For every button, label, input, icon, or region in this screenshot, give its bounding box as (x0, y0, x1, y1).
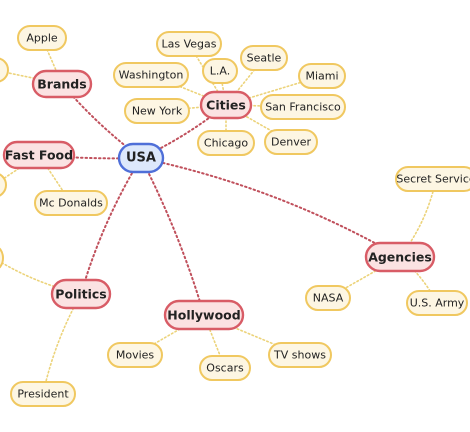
root-node-usa-label: USA (126, 151, 156, 166)
leaf-node-la-label: L.A. (210, 65, 230, 78)
hub-node-politics-shape (50, 278, 112, 310)
leaf-node-lasvegas-shape (156, 31, 222, 57)
leaf-node-newyork-shape (124, 98, 190, 124)
hub-node-agencies[interactable]: Agencies (364, 241, 436, 273)
hub-node-politics[interactable]: Politics (50, 278, 112, 310)
leaf-node-miami-shape (298, 63, 346, 89)
leaf-node-seattle[interactable]: Seatle (240, 45, 288, 71)
hub-node-hollywood-label: Hollywood (167, 308, 240, 323)
leaf-node-president-shape (10, 381, 76, 407)
leaf-node-usarmy-shape (406, 290, 468, 316)
leaf-node-tvshows-shape (268, 342, 332, 368)
leaf-node-lasvegas[interactable]: Las Vegas (156, 31, 222, 57)
leaf-node-usarmy-label: U.S. Army (410, 297, 465, 310)
leaf-node-washington[interactable]: Washington (113, 62, 189, 88)
leaf-node-chicago-shape (197, 130, 255, 156)
leaf-node-nasa-shape (305, 285, 351, 311)
root-node-usa-shape (117, 142, 165, 174)
leaf-node-nasa-label: NASA (313, 292, 344, 305)
leaf-node-sanfrancisco-shape (260, 94, 346, 120)
root-node-usa[interactable]: USA (117, 142, 165, 174)
hub-node-fastfood[interactable]: Fast Food (2, 140, 76, 170)
leaf-node-denver-label: Denver (271, 136, 311, 149)
leaf-node-apple[interactable]: Apple (17, 25, 67, 51)
leaf-node-secretservice-label: Secret Service (396, 173, 470, 186)
leaf-node-chicago-label: Chicago (204, 137, 248, 150)
hub-node-cities-label: Cities (206, 98, 246, 113)
link-usa-hollywood (140, 157, 205, 316)
leaf-node-miami[interactable]: Miami (298, 63, 346, 89)
leaf-node-movies[interactable]: Movies (107, 342, 163, 368)
leaf-node-mcdonalds-shape (34, 190, 108, 216)
leaf-node-apple-shape (17, 25, 67, 51)
leaf-node-washington-label: Washington (119, 69, 184, 82)
leaf-node-movies-shape (107, 342, 163, 368)
leaf-node-fastfood-cut[interactable]: c (0, 173, 7, 197)
leaf-node-politics-cut[interactable] (0, 246, 4, 270)
hub-node-agencies-label: Agencies (368, 250, 432, 265)
hub-node-hollywood-shape (163, 299, 245, 331)
leaf-node-politics-cut-shape (0, 247, 4, 269)
leaf-node-mcdonalds[interactable]: Mc Donalds (34, 190, 108, 216)
leaf-node-mcdonalds-label: Mc Donalds (39, 197, 103, 210)
hub-node-fastfood-shape (2, 140, 76, 170)
leaf-node-apple-label: Apple (26, 32, 58, 45)
leaf-node-brands-cut[interactable]: g (0, 57, 9, 83)
leaf-node-fastfood-cut-shape (0, 173, 7, 197)
leaf-node-sanfrancisco-label: San Francisco (265, 101, 341, 114)
leaf-node-seattle-shape (240, 45, 288, 71)
hub-node-cities[interactable]: Cities (199, 90, 253, 120)
leaf-node-oscars-label: Oscars (206, 362, 244, 375)
leaf-node-newyork[interactable]: New York (124, 98, 190, 124)
leaf-node-tvshows-label: TV shows (273, 349, 326, 362)
hub-node-fastfood-label: Fast Food (5, 148, 73, 163)
hub-node-brands-shape (31, 69, 93, 99)
hub-node-politics-label: Politics (55, 287, 106, 302)
leaf-node-oscars-shape (199, 355, 251, 381)
leaf-node-newyork-label: New York (132, 105, 183, 118)
leaf-node-secretservice[interactable]: Secret Service (395, 166, 470, 192)
leaf-node-sanfrancisco[interactable]: San Francisco (260, 94, 346, 120)
leaf-node-miami-label: Miami (305, 70, 338, 83)
leaf-node-secretservice-shape (395, 166, 470, 192)
leaf-node-nasa[interactable]: NASA (305, 285, 351, 311)
link-usa-agencies (140, 157, 401, 258)
leaf-node-lasvegas-label: Las Vegas (162, 38, 217, 51)
hub-node-brands-label: Brands (37, 77, 86, 92)
leaf-node-denver[interactable]: Denver (264, 129, 318, 155)
link-usa-politics (80, 157, 142, 295)
leaf-node-president-label: President (17, 388, 69, 401)
hub-node-brands[interactable]: Brands (31, 69, 93, 99)
leaf-node-usarmy[interactable]: U.S. Army (406, 290, 468, 316)
leaf-node-brands-cut-shape (0, 57, 9, 83)
leaf-node-oscars[interactable]: Oscars (199, 355, 251, 381)
leaf-node-chicago[interactable]: Chicago (197, 130, 255, 156)
leaf-node-president[interactable]: President (10, 381, 76, 407)
hub-node-hollywood[interactable]: Hollywood (163, 299, 245, 331)
leaf-node-la-shape (202, 58, 238, 84)
leaf-node-la[interactable]: L.A. (202, 58, 238, 84)
hub-node-cities-shape (199, 90, 253, 120)
leaf-node-tvshows[interactable]: TV shows (268, 342, 332, 368)
hub-node-agencies-shape (364, 241, 436, 273)
leaf-node-seattle-label: Seatle (247, 52, 282, 65)
leaf-node-denver-shape (264, 129, 318, 155)
leaf-node-movies-label: Movies (116, 349, 155, 362)
leaf-node-washington-shape (113, 62, 189, 88)
